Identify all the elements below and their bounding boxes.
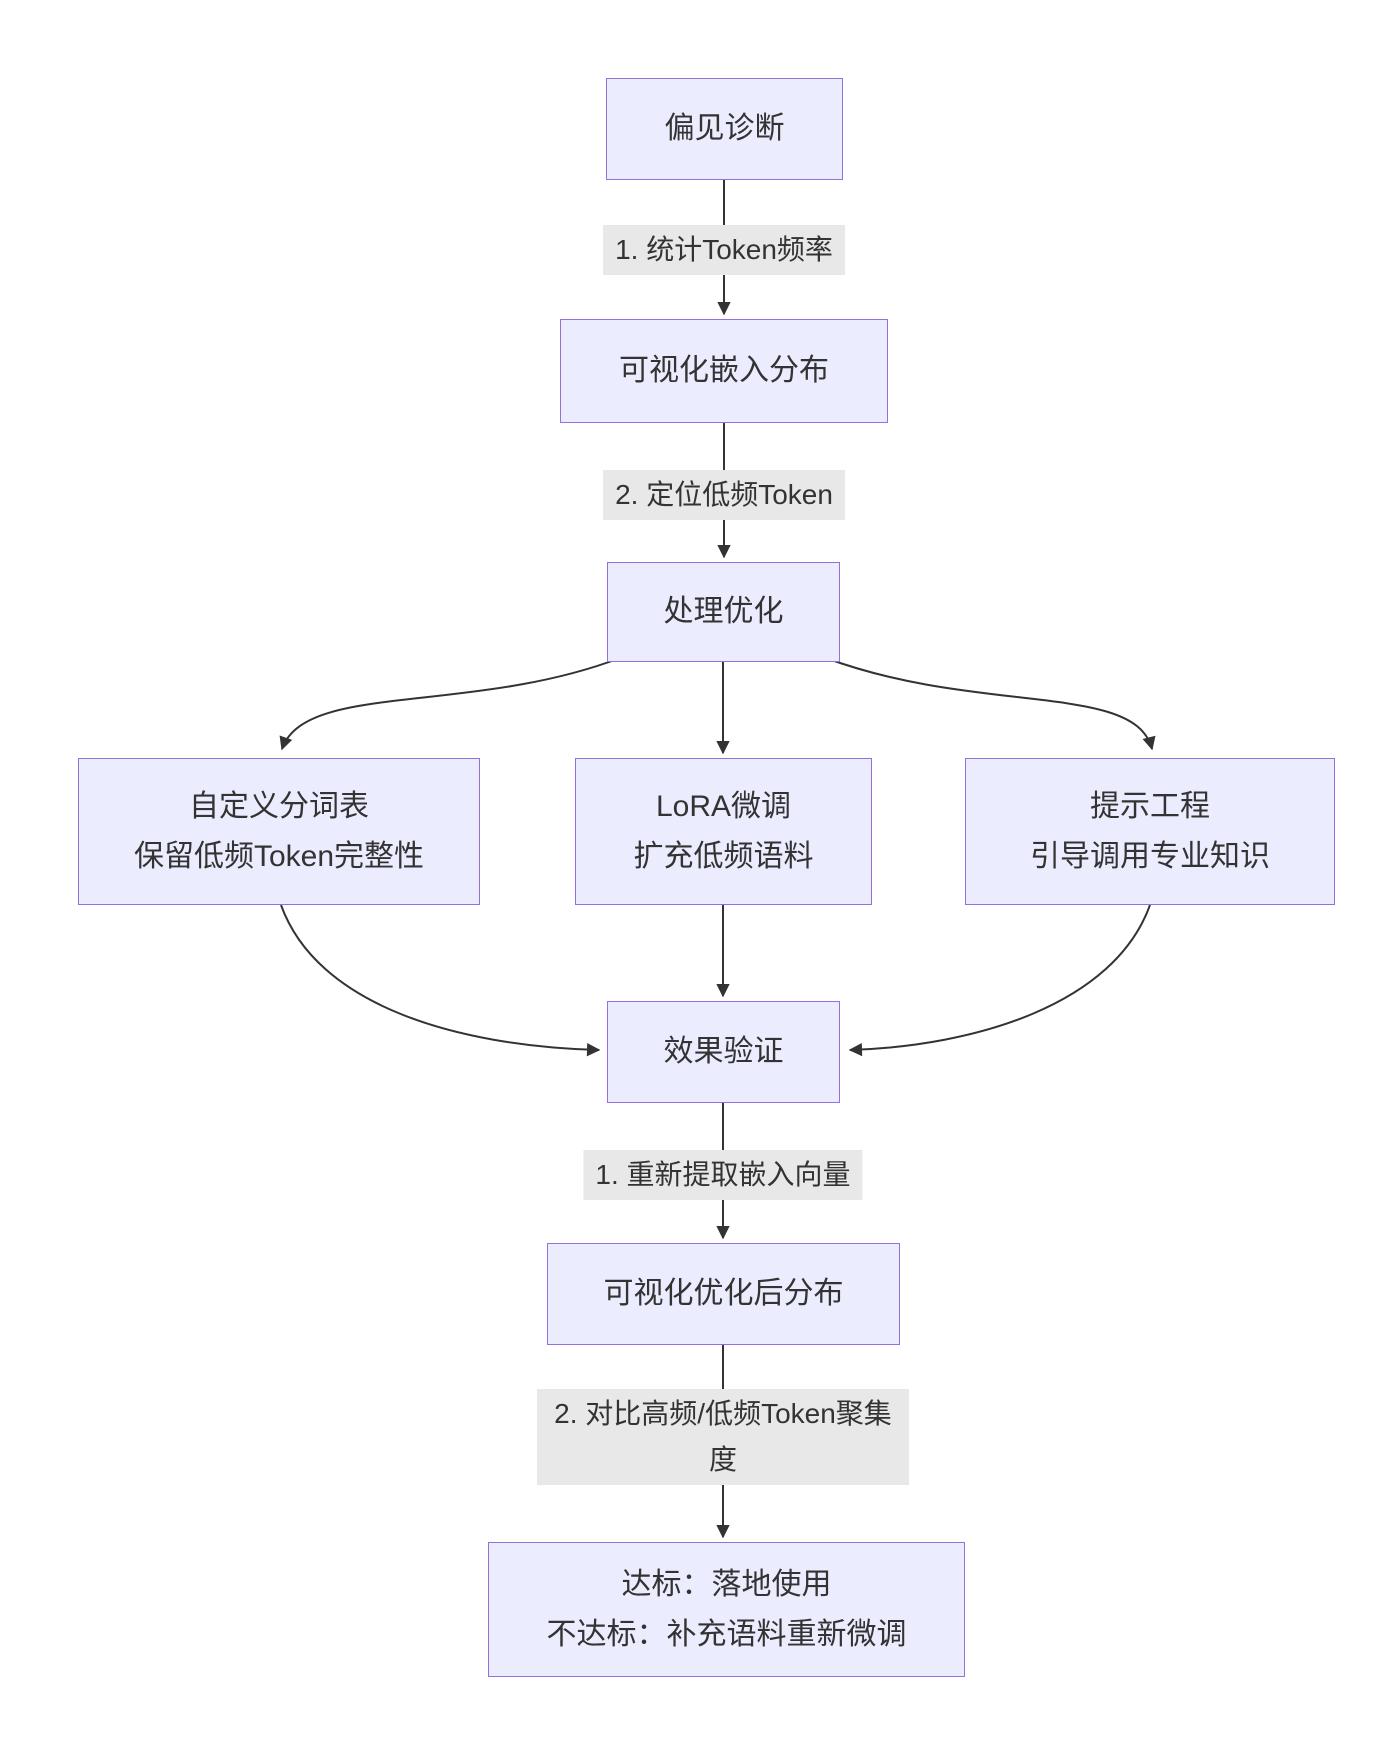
edge-f-g — [848, 904, 1151, 1057]
node-effect-validation: 效果验证 — [607, 1001, 840, 1103]
edge-label-locate-low-freq: 2. 定位低频Token — [603, 470, 845, 520]
node-prompt-engineering: 提示工程 引导调用专业知识 — [965, 758, 1335, 905]
edge-c-f — [825, 657, 1156, 751]
node-process-optimize: 处理优化 — [607, 562, 840, 662]
edge-label-re-extract-embedding: 1. 重新提取嵌入向量 — [583, 1150, 863, 1200]
node-custom-tokenizer: 自定义分词表 保留低频Token完整性 — [78, 758, 480, 905]
edge-d-g — [280, 904, 601, 1057]
edge-label-compare-clustering: 2. 对比高频/低频Token聚集度 — [537, 1389, 909, 1485]
node-final-decision: 达标：落地使用 不达标：补充语料重新微调 — [488, 1542, 965, 1677]
node-lora-finetune: LoRA微调 扩充低频语料 — [575, 758, 872, 905]
node-bias-diagnosis: 偏见诊断 — [606, 78, 843, 180]
node-visualize-optimized: 可视化优化后分布 — [547, 1243, 900, 1345]
edge-label-count-token-freq: 1. 统计Token频率 — [603, 225, 845, 275]
node-visualize-embedding: 可视化嵌入分布 — [560, 319, 888, 423]
edge-c-d — [279, 657, 621, 751]
